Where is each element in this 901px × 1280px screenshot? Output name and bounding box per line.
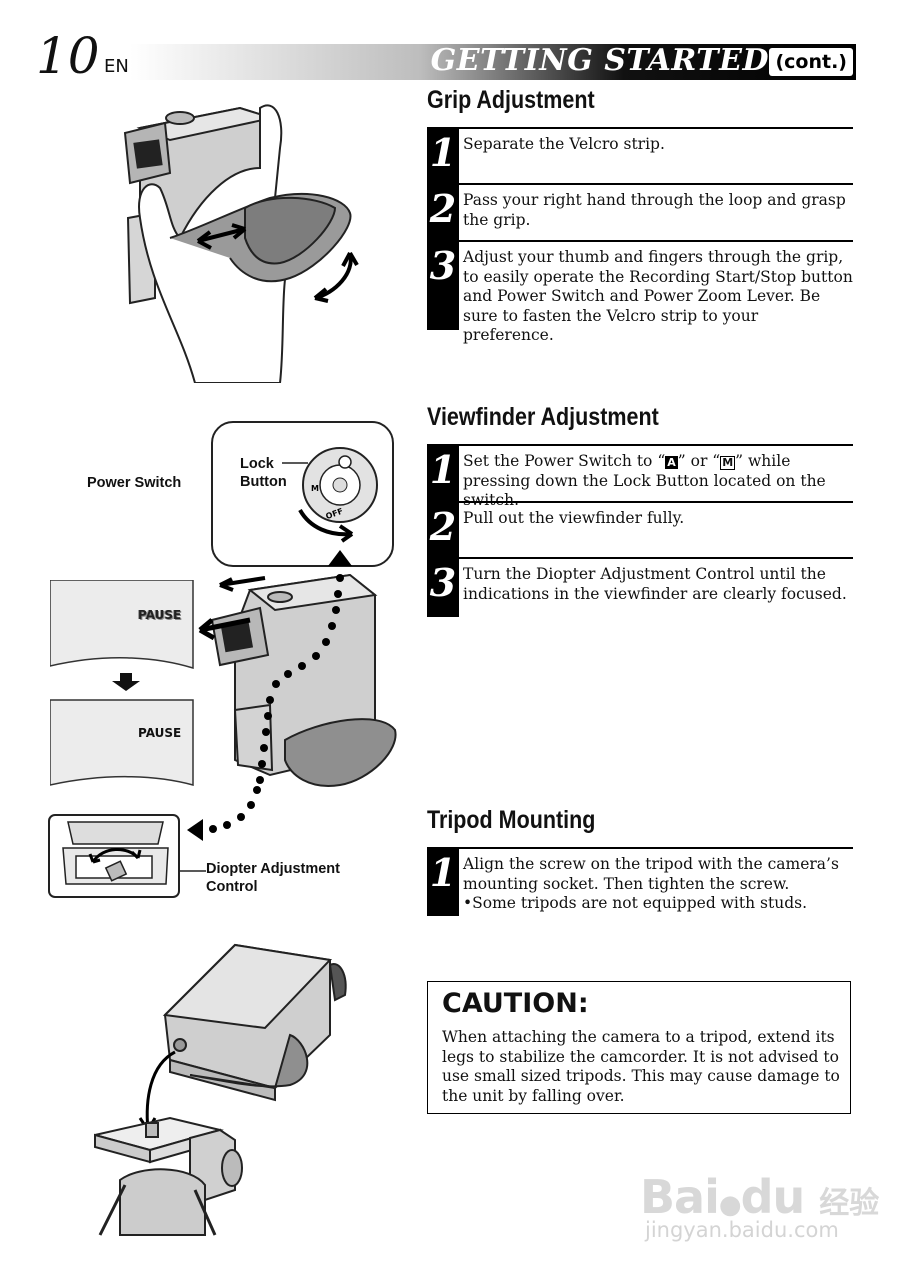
- viewfinder-step-2: 2 Pull out the viewfinder fully.: [427, 501, 853, 558]
- step-number: 1: [427, 849, 459, 916]
- step-text: Turn the Diopter Adjustment Control unti…: [463, 565, 847, 603]
- diopter-label: Diopter Adjustment Control: [206, 860, 340, 896]
- viewfinder-step-1: 1 Set the Power Switch to “A” or “M” whi…: [427, 444, 853, 509]
- grip-step-2: 2 Pass your right hand through the loop …: [427, 183, 853, 241]
- step-number: 1: [427, 446, 459, 502]
- step-text: Separate the Velcro strip.: [463, 135, 665, 153]
- watermark-logo-text2: du: [740, 1170, 806, 1224]
- lock-button-label: Lock Button: [240, 455, 287, 491]
- caution-text: When attaching the camera to a tripod, e…: [442, 1028, 840, 1105]
- watermark-url: jingyan.baidu.com: [645, 1218, 839, 1242]
- chapter-cont-badge: (cont.): [769, 48, 853, 76]
- caution-title: CAUTION:: [442, 988, 589, 1019]
- page-language: EN: [104, 56, 129, 77]
- grip-illustration: [123, 104, 359, 383]
- step-text: Pass your right hand through the loop an…: [463, 191, 846, 229]
- step-text-part: Set the Power Switch to “: [463, 452, 666, 470]
- pause-blurry-text: PAUSE: [138, 608, 182, 622]
- diopter-inset: [48, 814, 180, 898]
- step-text-part: ” or “: [677, 452, 721, 470]
- header-band: [130, 44, 856, 80]
- step-number: 3: [427, 242, 459, 330]
- viewfinder-section-title: Viewfinder Adjustment: [427, 403, 659, 431]
- step-number: 1: [427, 129, 459, 185]
- dial-m-label: M: [311, 484, 319, 493]
- step-text: Set the Power Switch to “A” or “M” while…: [463, 452, 853, 511]
- paw-icon: ●: [718, 1190, 742, 1220]
- page-number: 10: [36, 27, 100, 85]
- caution-box: CAUTION: When attaching the camera to a …: [427, 981, 851, 1114]
- step-number: 2: [427, 185, 459, 241]
- dotted-path-diopter: [187, 786, 261, 841]
- step-text: Align the screw on the tripod with the c…: [463, 855, 853, 914]
- watermark-logo-text: Bai: [640, 1170, 720, 1224]
- lock-label-line: Lock: [240, 456, 274, 472]
- diopter-leader-line: [178, 870, 206, 872]
- lock-button-inset: [211, 421, 394, 567]
- step-text-part: ” while pressing down the Lock Button lo…: [463, 452, 826, 509]
- pause-clear-text: PAUSE: [138, 726, 182, 740]
- diopter-label-line: Control: [206, 879, 258, 895]
- grip-section-title: Grip Adjustment: [427, 86, 595, 114]
- diopter-label-line: Diopter Adjustment: [206, 861, 340, 877]
- step-note: •Some tripods are not equipped with stud…: [463, 894, 807, 912]
- step-text: Pull out the viewfinder fully.: [463, 509, 685, 527]
- tripod-step-1: 1 Align the screw on the tripod with the…: [427, 847, 853, 916]
- mode-a-icon: A: [665, 456, 678, 469]
- tripod-illustration: [94, 943, 347, 1236]
- watermark-logo: Bai●du 经验: [640, 1170, 879, 1224]
- viewfinder-camcorder-illustration: [198, 550, 397, 787]
- tripod-section-title: Tripod Mounting: [427, 806, 596, 834]
- step-main-text: Align the screw on the tripod with the c…: [463, 855, 839, 893]
- grip-step-3: 3 Adjust your thumb and fingers through …: [427, 240, 853, 344]
- watermark-logo-cn: 经验: [819, 1186, 880, 1221]
- power-switch-label: Power Switch: [87, 475, 182, 491]
- lock-label-line: Button: [240, 474, 287, 490]
- step-number: 3: [427, 559, 459, 617]
- chapter-title: GETTING STARTED: [430, 43, 769, 78]
- power-switch-dial: M OFF: [282, 447, 378, 543]
- viewfinder-display-panels: [50, 580, 194, 786]
- step-number: 2: [427, 503, 459, 558]
- grip-step-1: 1 Separate the Velcro strip.: [427, 127, 853, 185]
- mode-m-icon: M: [720, 456, 736, 470]
- step-text: Adjust your thumb and fingers through th…: [463, 248, 853, 344]
- viewfinder-step-3: 3 Turn the Diopter Adjustment Control un…: [427, 557, 853, 617]
